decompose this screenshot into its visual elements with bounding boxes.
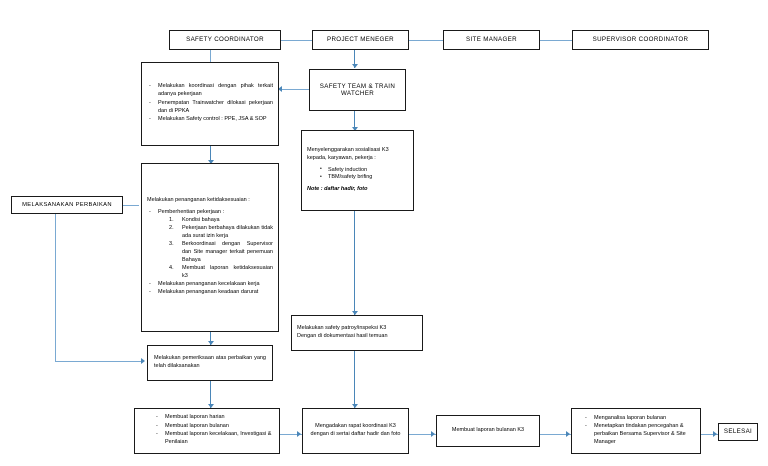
safety-team-label: SAFETY TEAM & TRAIN WATCHER: [319, 82, 396, 97]
list-item: TBM/safety brifing: [319, 174, 408, 182]
list-item: Menetapkan tindakan pencegahan & perbaik…: [583, 423, 695, 447]
connector-repair-right: [55, 361, 143, 363]
role-site-manager[interactable]: SITE MANAGER: [443, 30, 540, 50]
connector-site-to-supervisor: [540, 40, 572, 42]
melaksanakan-perbaikan-label: MELAKSANAKAN PERBAIKAN: [22, 201, 112, 208]
role-safety-coordinator[interactable]: SAFETY COORDINATOR: [169, 30, 281, 50]
role-supervisor-coordinator[interactable]: SUPERVISOR COORDINATOR: [572, 30, 709, 50]
connector-safetyteam-down: [354, 111, 356, 130]
node-inspection-repair[interactable]: Melakukan pemeriksaan atas perbaikan yan…: [147, 345, 273, 381]
connector-safety-to-project: [281, 40, 312, 42]
list-item: Penempatan Trainwatcher dilokasi pekerja…: [147, 100, 273, 116]
role-project-manager-label: PROJECT MENEGER: [326, 36, 395, 44]
node-selesai[interactable]: SELESAI: [718, 423, 758, 441]
safety-patrol-text: Melakukan safety patroy/inspeksi K3 Deng…: [292, 322, 422, 344]
node-reports[interactable]: Membuat laporan harian Membuat laporan b…: [134, 408, 280, 454]
connector-nonconformity-down: [210, 332, 212, 345]
arrow-tasks-to-nonconformity: [207, 160, 214, 164]
reports-text: Membuat laporan harian Membuat laporan b…: [135, 411, 279, 450]
connector-analysis-to-finish: [701, 434, 718, 436]
node-coordination-meeting[interactable]: Mengadakan rapat koordinasi K3 dengan di…: [302, 408, 409, 454]
list-item: Membuat laporan harian: [154, 414, 274, 422]
safety-patrol-line2: Dengan di dokumentasi hasil temuan: [297, 333, 388, 339]
connector-monthly-to-analysis: [540, 434, 571, 436]
node-safety-team[interactable]: SAFETY TEAM & TRAIN WATCHER: [309, 69, 406, 111]
node-monthly-report[interactable]: Membuat laporan bulanan K3: [436, 415, 540, 447]
connector-socialization-down: [354, 211, 356, 315]
list-item: Melakukan penanganan kecelakaan kerja: [147, 281, 273, 289]
role-supervisor-coordinator-label: SUPERVISOR COORDINATOR: [592, 36, 689, 44]
arrow-safetyteam-to-socialization: [351, 127, 358, 131]
connector-meeting-to-monthly: [409, 434, 436, 436]
arrow-repair-to-inspection: [141, 358, 145, 364]
list-item: Berkoordinasi dengan Supervisor dan Site…: [169, 241, 273, 263]
connector-inspection-down: [210, 381, 212, 408]
role-safety-coordinator-label: SAFETY COORDINATOR: [186, 36, 264, 44]
connector-tasks-down: [210, 146, 212, 163]
arrow-meeting-to-monthly: [431, 431, 435, 437]
socialization-note: Note : daftar hadir, foto: [307, 186, 368, 193]
connector-safetycoord-down: [210, 50, 212, 62]
node-socialization[interactable]: Menyelenggarakan sosialisasi K3 kepada, …: [301, 130, 414, 211]
arrow-to-coordination-tasks: [278, 86, 282, 92]
coordination-tasks-text: Melakukan koordinasi dengan pihak terkai…: [142, 80, 278, 127]
arrow-inspection-to-reports: [207, 404, 214, 408]
list-item: Kondisi bahaya: [169, 217, 220, 225]
node-safety-patrol[interactable]: Melakukan safety patroy/inspeksi K3 Deng…: [291, 315, 423, 351]
node-nonconformity[interactable]: Melakukan penanganan ketidaksesuaian : P…: [141, 163, 279, 332]
connector-nonconformity-to-repair: [123, 205, 139, 207]
connector-patrol-down: [354, 351, 356, 408]
role-site-manager-label: SITE MANAGER: [466, 36, 517, 44]
list-item: Pemberhentian pekerjaan :: [147, 209, 273, 217]
socialization-text: Menyelenggarakan sosialisasi K3 kepada, …: [302, 144, 413, 198]
connector-reports-to-meeting: [280, 434, 302, 436]
role-project-manager[interactable]: PROJECT MENEGER: [312, 30, 409, 50]
list-item: Melakukan koordinasi dengan pihak terkai…: [147, 83, 273, 99]
inspection-repair-text: Melakukan pemeriksaan atas perbaikan yan…: [154, 355, 266, 369]
nonconformity-text: Melakukan penanganan ketidaksesuaian : P…: [142, 194, 278, 301]
list-item: Membuat laporan bulanan: [154, 423, 274, 431]
connector-project-to-site: [409, 40, 443, 42]
safety-patrol-line1: Melakukan safety patroy/inspeksi K3: [297, 325, 387, 332]
arrow-nonconformity-to-inspection: [207, 341, 214, 345]
coordination-meeting-text: Mengadakan rapat koordinasi K3 dengan di…: [310, 423, 401, 437]
node-coordination-tasks[interactable]: Melakukan koordinasi dengan pihak terkai…: [141, 62, 279, 146]
node-analysis[interactable]: Menganalisa laporan bulanan Menetapkan t…: [571, 408, 701, 454]
list-item: Menganalisa laporan bulanan: [583, 415, 695, 423]
list-item: Safety induction: [319, 166, 408, 175]
connector-project-down: [354, 50, 356, 68]
arrow-socialization-to-patrol: [351, 311, 358, 315]
list-item: Membuat laporan kecelakaan, Investigasi …: [154, 431, 274, 447]
list-item: Pekerjaan berbahaya dilakukan tidak ada …: [169, 225, 273, 240]
arrow-monthly-to-analysis: [566, 431, 570, 437]
list-item: Melakukan Safety control : PPE, JSA & SO…: [147, 116, 273, 124]
arrow-project-to-safety-team: [351, 64, 358, 68]
monthly-report-text: Membuat laporan bulanan K3: [451, 427, 525, 434]
arrow-analysis-to-finish: [713, 431, 717, 437]
selesai-label: SELESAI: [723, 428, 753, 436]
connector-repair-down: [55, 214, 57, 362]
nonconformity-intro: Melakukan penanganan ketidaksesuaian :: [147, 197, 250, 204]
arrow-reports-to-meeting: [297, 431, 301, 437]
connector-safetyteam-to-tasks: [282, 89, 309, 91]
arrow-patrol-to-meeting: [351, 404, 358, 408]
list-item: Membuat laporan ketidaksesuaian k3: [169, 264, 273, 279]
socialization-intro: Menyelenggarakan sosialisasi K3 kepada, …: [307, 146, 389, 161]
node-melaksanakan-perbaikan[interactable]: MELAKSANAKAN PERBAIKAN: [11, 196, 123, 214]
analysis-text: Menganalisa laporan bulanan Menetapkan t…: [572, 412, 700, 451]
list-item: Melakukan penanganan keadaan darurat: [147, 289, 273, 297]
